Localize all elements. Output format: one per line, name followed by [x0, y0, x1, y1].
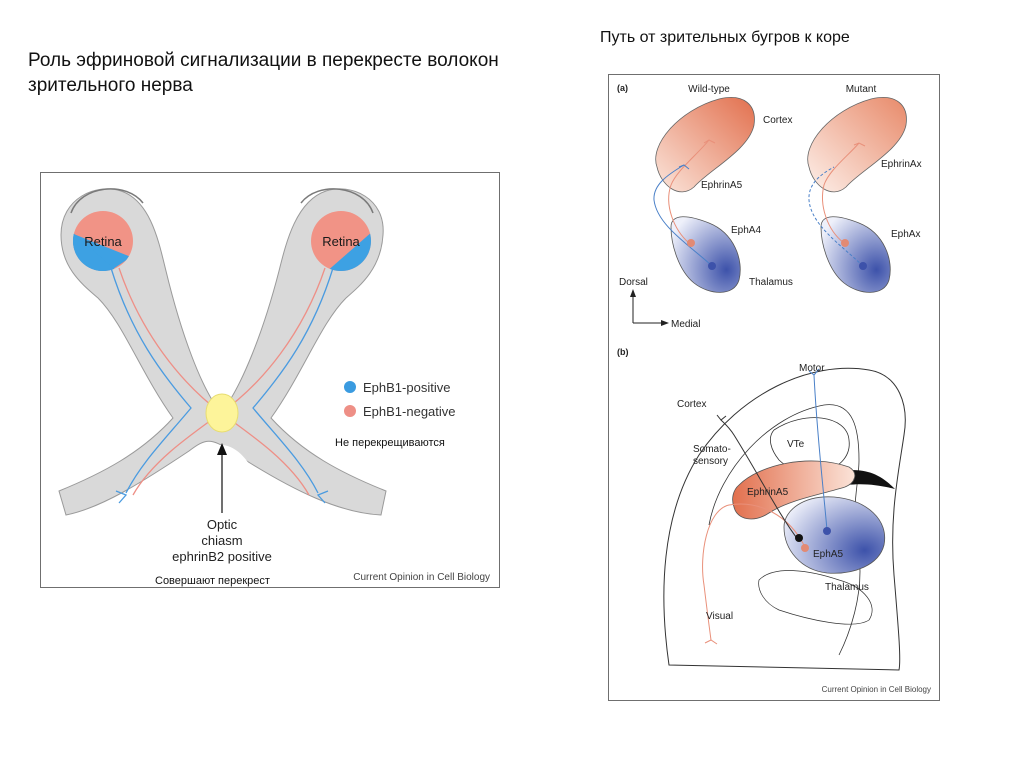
- wt-axons: [653, 139, 716, 266]
- motor-label: Motor: [799, 363, 825, 374]
- right-eye-outline: [300, 188, 374, 214]
- dorsal-arrow-icon: [630, 289, 636, 297]
- legend-dot-negative: [344, 405, 356, 417]
- somato-label-2: sensory: [693, 456, 728, 467]
- thalamus-blue-dot-b: [823, 527, 831, 535]
- optic-chiasm: [205, 393, 239, 433]
- left-figure-panel: Retina Retina Optic chiasm ephrinB2 posi…: [40, 172, 500, 588]
- mutant-ephrinAx-label: EphrinAx: [881, 159, 922, 170]
- right-credit: Current Opinion in Cell Biology: [822, 685, 931, 694]
- black-wedge: [847, 470, 895, 489]
- wt-ephrinA5-label: EphrinA5: [701, 180, 743, 191]
- chiasm-label-2: chiasm: [201, 533, 242, 548]
- wt-thalamus-blue-dot: [708, 262, 716, 270]
- slide-title: Роль эфриновой сигнализации в перекресте…: [28, 50, 499, 96]
- thalamus-black-dot-b: [795, 534, 803, 542]
- left-credit: Current Opinion in Cell Biology: [353, 572, 490, 583]
- mutant-ephAx-label: EphAx: [891, 229, 920, 240]
- right-retina: [311, 211, 371, 271]
- medial-label: Medial: [671, 319, 700, 330]
- vte-label: VTe: [787, 439, 805, 450]
- lower-thalamus-outline: [758, 570, 873, 625]
- cortex-label-b: Cortex: [677, 399, 706, 410]
- thalamus-region-b: [783, 496, 886, 574]
- somato-label-1: Somato-: [693, 444, 731, 455]
- thalamocortical-diagram: (a) Wild-type Mutant Cortex EphrinA5 Eph…: [617, 83, 931, 694]
- right-figure-title: Путь от зрительных бугров к коре: [600, 29, 850, 46]
- wildtype-label: Wild-type: [688, 84, 730, 95]
- ephrinA5-label-b: EphrinA5: [747, 487, 789, 498]
- wt-thalamus-region: [670, 216, 741, 293]
- thalamus-label-b: Thalamus: [825, 582, 869, 593]
- chiasm-arrow-icon: [217, 443, 227, 455]
- ephA5-label-b: EphA5: [813, 549, 843, 560]
- left-retina: [73, 211, 133, 271]
- optic-chiasm-diagram: Retina Retina Optic chiasm ephrinB2 posi…: [58, 188, 490, 583]
- mutant-thalamus-pink-dot: [841, 239, 849, 247]
- right-retina-label: Retina: [322, 234, 360, 249]
- caption-no-crossing: Не перекрещиваются: [335, 437, 445, 449]
- thalamus-pink-dot-b: [801, 544, 809, 552]
- wt-thalamus-pink-dot: [687, 239, 695, 247]
- wt-ephA4-label: EphA4: [731, 225, 761, 236]
- chiasm-label-1: Optic: [207, 517, 238, 532]
- ephrinA5-strip: [732, 460, 856, 520]
- left-eye-outline: [70, 188, 144, 214]
- mutant-thalamus-region: [820, 216, 891, 293]
- dorsal-label: Dorsal: [619, 277, 648, 288]
- thalamocortical-axons-b: [702, 368, 828, 645]
- right-figure-panel: (a) Wild-type Mutant Cortex EphrinA5 Eph…: [608, 74, 940, 701]
- mutant-label: Mutant: [846, 84, 877, 95]
- caption-crossing: Совершают перекрест: [155, 575, 270, 587]
- visual-label: Visual: [706, 611, 733, 622]
- legend-label-positive: EphB1-positive: [363, 380, 450, 395]
- legend-dot-positive: [344, 381, 356, 393]
- wt-thalamus-label: Thalamus: [749, 277, 793, 288]
- left-retina-label: Retina: [84, 234, 122, 249]
- medial-arrow-icon: [661, 320, 669, 326]
- optic-tract-tissue: [58, 188, 387, 516]
- panel-b-label: (b): [617, 347, 629, 357]
- mutant-thalamus-blue-dot: [859, 262, 867, 270]
- mutant-axons: [808, 142, 866, 267]
- legend-label-negative: EphB1-negative: [363, 404, 456, 419]
- wt-cortex-label: Cortex: [763, 115, 792, 126]
- brain-outline: [663, 367, 906, 671]
- panel-a-label: (a): [617, 83, 628, 93]
- chiasm-label-3: ephrinB2 positive: [172, 549, 272, 564]
